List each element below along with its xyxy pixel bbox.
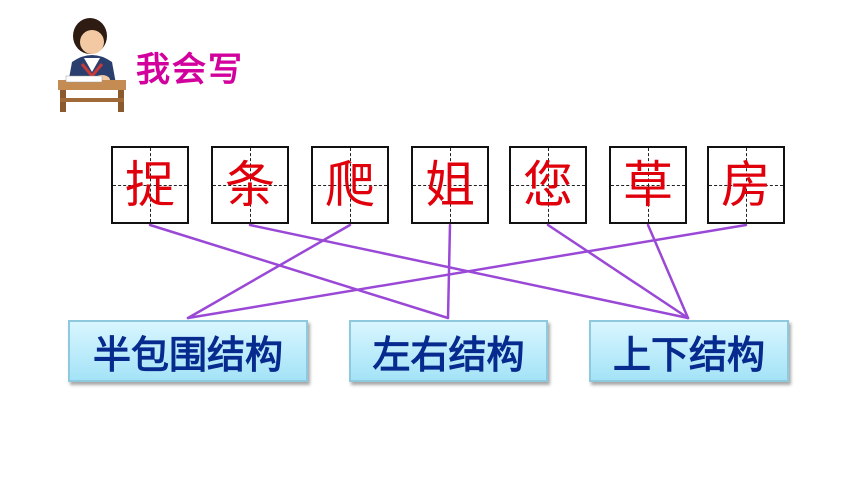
category-half-enclosure: 半包围结构 [68,320,308,382]
student-writing-icon [58,18,126,112]
grid-guide [611,185,685,186]
character-box: 草 [609,146,687,224]
character: 草 [623,156,673,214]
grid-guide [709,185,783,186]
grid-guide [511,185,585,186]
connector-line [248,223,690,320]
section-title: 我会写 [136,50,244,90]
character: 姐 [425,156,475,214]
character-box: 房 [707,146,785,224]
category-left-right: 左右结构 [349,320,548,382]
character-box: 捉 [111,146,189,224]
grid-guide [313,185,387,186]
character-box: 姐 [411,146,489,224]
character: 您 [523,156,573,214]
character-box: 您 [509,146,587,224]
character: 捉 [125,156,175,214]
header: 我会写 [56,14,276,114]
connector-line [446,223,452,320]
connector-line [148,223,450,320]
connector-line [546,223,690,320]
character-box: 爬 [311,146,389,224]
character: 爬 [325,156,375,214]
character: 房 [721,156,771,214]
connector-line [186,223,352,320]
connector-line [646,223,690,320]
connector-line [186,223,748,320]
grid-guide [113,185,187,186]
grid-guide [413,185,487,186]
grid-guide [213,185,287,186]
character: 条 [225,156,275,214]
category-top-bottom: 上下结构 [589,320,789,382]
character-box: 条 [211,146,289,224]
